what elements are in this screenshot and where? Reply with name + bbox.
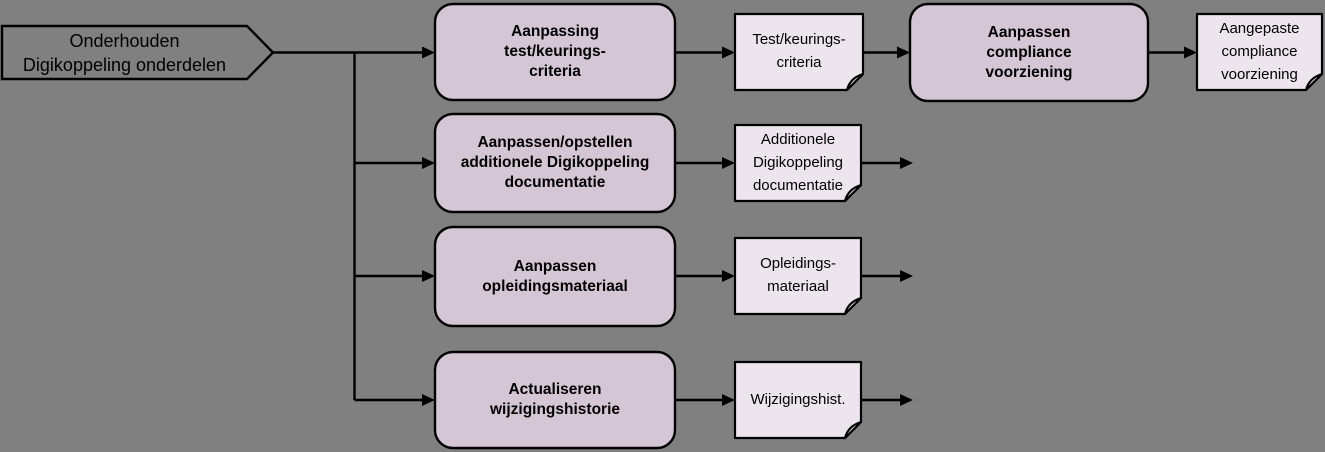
document-4-shape (733, 360, 863, 440)
document-5-fold-icon (1304, 72, 1324, 92)
document-3-shape (733, 236, 863, 316)
arrowhead-into-document-1 (722, 46, 735, 59)
arrowhead-into-document-2 (722, 157, 735, 169)
arrowhead-into-process-2 (422, 157, 435, 169)
arrowhead-into-process-5 (897, 46, 910, 59)
process-1-box (433, 2, 677, 102)
arrowhead-into-document-4 (722, 394, 735, 406)
document-4-fold-icon (843, 420, 863, 440)
arrowhead-document-2-out (900, 157, 913, 169)
start-shape (0, 24, 275, 81)
document-2-fold-icon (843, 183, 863, 203)
connector-lines (273, 51, 1186, 402)
document-1-shape (733, 12, 865, 92)
process-2-box (433, 112, 677, 214)
arrowhead-document-3-out (900, 270, 913, 282)
document-5-shape (1195, 12, 1324, 92)
document-shapes (733, 12, 1324, 440)
arrowheads (422, 46, 1197, 406)
arrowhead-into-document-5 (1184, 46, 1197, 59)
document-1-fold-icon (845, 72, 865, 92)
process-4-box (433, 350, 677, 450)
arrowhead-into-process-3 (422, 270, 435, 282)
arrowhead-document-4-out (900, 394, 913, 406)
arrowhead-into-document-3 (722, 270, 735, 282)
document-2-shape (733, 123, 863, 203)
process-3-box (433, 225, 677, 328)
arrowhead-into-process-1 (422, 46, 435, 59)
arrowhead-into-process-4 (422, 394, 435, 406)
document-3-fold-icon (843, 296, 863, 316)
process-5-box (908, 2, 1150, 103)
